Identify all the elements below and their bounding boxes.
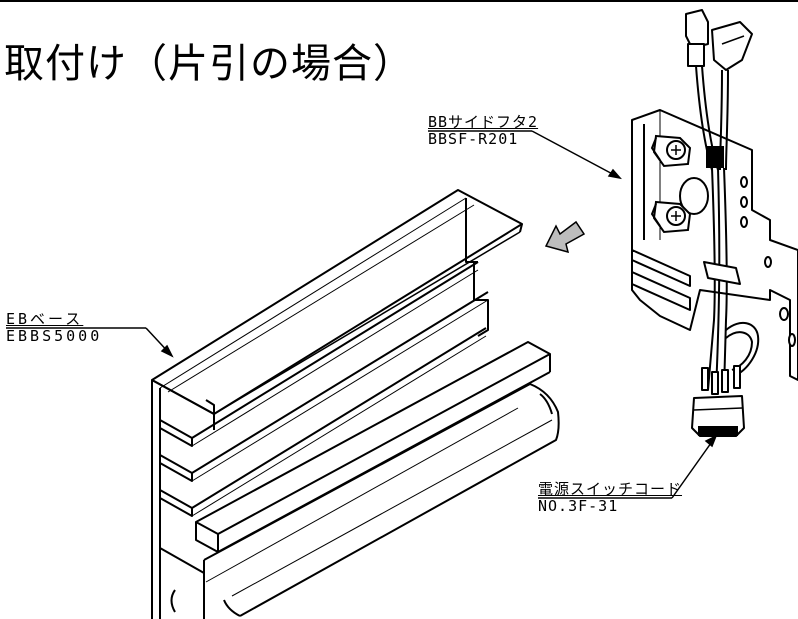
base-callout: EBベース EBBS5000 [6,311,102,345]
base-part-no: EBBS5000 [6,327,103,345]
side-cover-callout: BBサイドフタ2 BBSF-R201 [428,114,538,148]
leader-switch-cord [671,435,717,499]
side-cover-part-no: BBSF-R201 [428,130,519,148]
screw-upper [650,134,692,168]
switch-cord-part-no: NO.3F-31 [538,497,619,515]
side-cover-name: BBサイドフタ2 [428,113,539,131]
switch-cord-callout: 電源スイッチコード NO.3F-31 [538,481,682,515]
switch-cord-name: 電源スイッチコード [538,480,683,498]
eb-base-extrusion [151,189,560,619]
base-name: EBベース [6,310,84,328]
screw-lower [650,200,692,234]
leader-lines [6,130,718,499]
leader-side-cover [531,130,621,179]
power-switch-cord [685,9,760,437]
insert-direction-arrow [544,220,586,254]
page-title: 取付け（片引の場合） [4,41,414,87]
